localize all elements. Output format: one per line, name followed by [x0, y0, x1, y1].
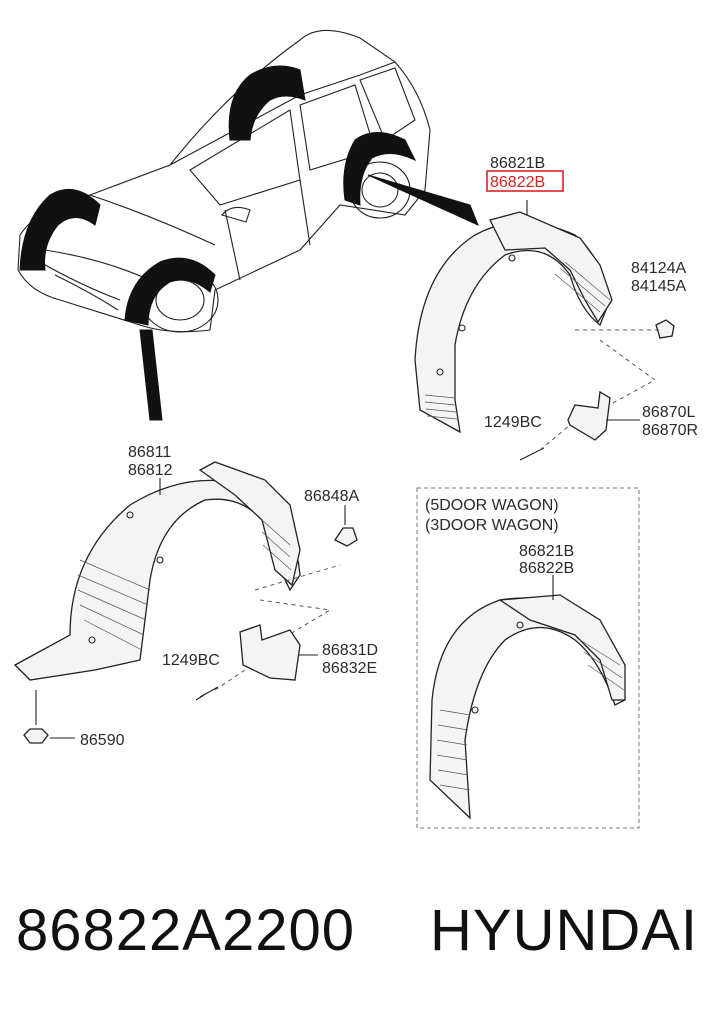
car-illustration	[17, 29, 431, 333]
variant-wheel-liner	[429, 594, 626, 820]
pointer-rear	[367, 174, 479, 226]
label-flap-front-1: 86831D	[322, 642, 378, 659]
clip-rear	[655, 319, 675, 339]
label-variant-1: (5DOOR WAGON)	[425, 497, 559, 514]
label-screw-front: 1249BC	[162, 652, 220, 669]
bolt-icon	[23, 728, 49, 744]
front-wheel-liner	[13, 461, 301, 681]
footer: 86822A2200 HYUNDAI	[0, 880, 725, 990]
part-number: 86822A2200	[16, 898, 355, 963]
mud-flap-front	[239, 624, 301, 681]
highlight-box	[486, 170, 564, 192]
label-front-1: 86811	[128, 444, 171, 461]
label-bolt: 86590	[80, 732, 125, 749]
screw-front-icon	[195, 686, 219, 701]
label-rear-top-1: 86821B	[490, 155, 545, 172]
label-screw-rear: 1249BC	[484, 414, 542, 431]
label-clip-2: 84145A	[631, 278, 686, 295]
rear-wheel-liner	[414, 211, 613, 434]
label-flap-front-2: 86832E	[322, 660, 377, 677]
label-variant-2: (3DOOR WAGON)	[425, 517, 559, 534]
label-clip-1: 84124A	[631, 260, 686, 277]
label-flap-rear-1: 86870L	[642, 404, 695, 421]
variant-box	[416, 487, 640, 829]
label-front-2: 86812	[128, 462, 173, 479]
parts-diagram: 86821B 86822B 84124A 84145A 86870L 86870…	[13, 29, 698, 829]
label-flap-rear-2: 86870R	[642, 422, 698, 439]
label-variant-part-2: 86822B	[519, 560, 574, 577]
label-rear-top-2-highlighted: 86822B	[490, 174, 545, 191]
brand-name: HYUNDAI	[430, 898, 699, 963]
pointer-front	[139, 329, 163, 421]
clip-front	[334, 527, 358, 547]
label-clip-front: 86848A	[304, 488, 359, 505]
mud-flap-rear	[567, 390, 611, 441]
label-variant-part-1: 86821B	[519, 543, 574, 560]
